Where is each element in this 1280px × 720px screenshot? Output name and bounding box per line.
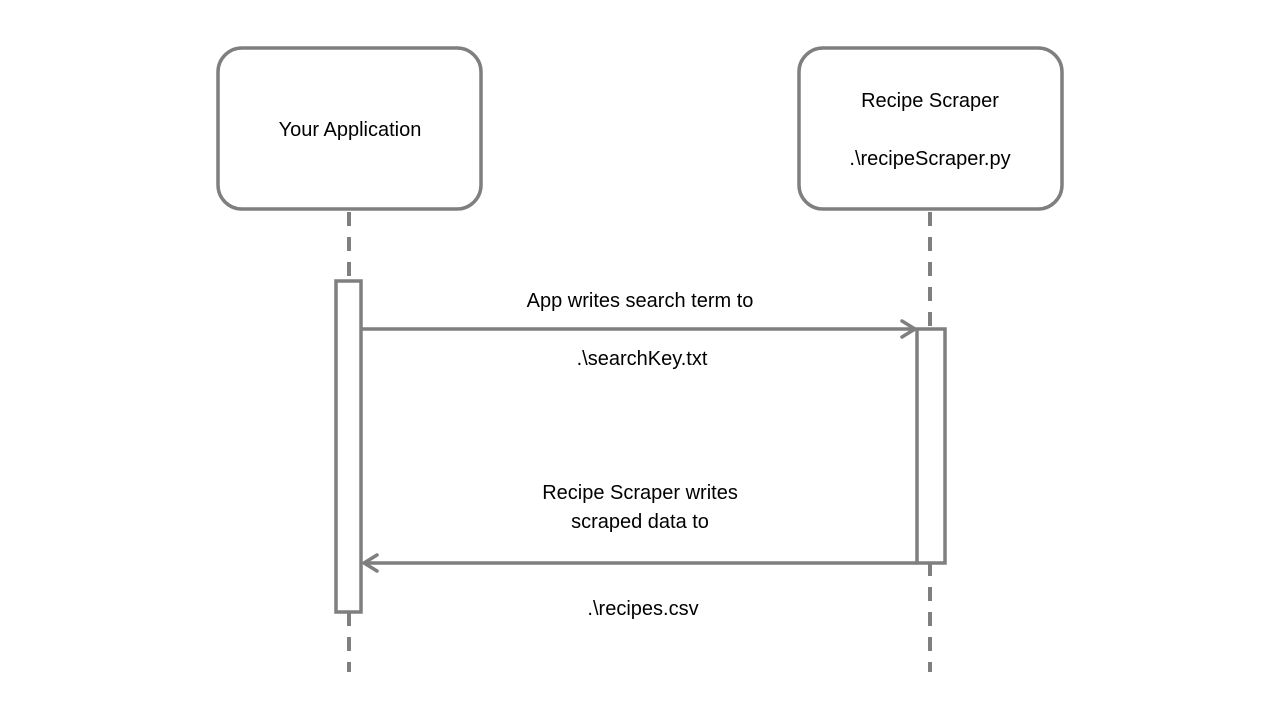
message-scraped-data-label-line-1: Recipe Scraper writes bbox=[542, 482, 738, 504]
participant-recipe-scraper: Recipe Scraper .\recipeScraper.py bbox=[797, 46, 1064, 211]
activation-recipe-scraper bbox=[915, 327, 947, 565]
participant-file-recipe-scraper: .\recipeScraper.py bbox=[849, 148, 1010, 170]
message-scraped-data: Recipe Scraper writes scraped data to .\… bbox=[362, 482, 917, 620]
message-scraped-data-file: .\recipes.csv bbox=[587, 598, 698, 620]
arrowhead-right-icon bbox=[900, 319, 917, 339]
activation-your-application bbox=[334, 279, 363, 614]
message-search-term: App writes search term to .\searchKey.tx… bbox=[361, 290, 917, 370]
participant-box-recipe-scraper bbox=[797, 46, 1064, 211]
participant-your-application: Your Application bbox=[216, 46, 483, 211]
message-scraped-data-label-line-2: scraped data to bbox=[571, 511, 709, 533]
message-search-term-file: .\searchKey.txt bbox=[577, 348, 708, 370]
message-search-term-label: App writes search term to bbox=[527, 290, 754, 312]
participant-label-recipe-scraper: Recipe Scraper bbox=[861, 90, 999, 112]
arrowhead-left-icon bbox=[362, 553, 379, 573]
participant-box-your-application bbox=[216, 46, 483, 211]
participant-label-your-application: Your Application bbox=[279, 119, 422, 141]
